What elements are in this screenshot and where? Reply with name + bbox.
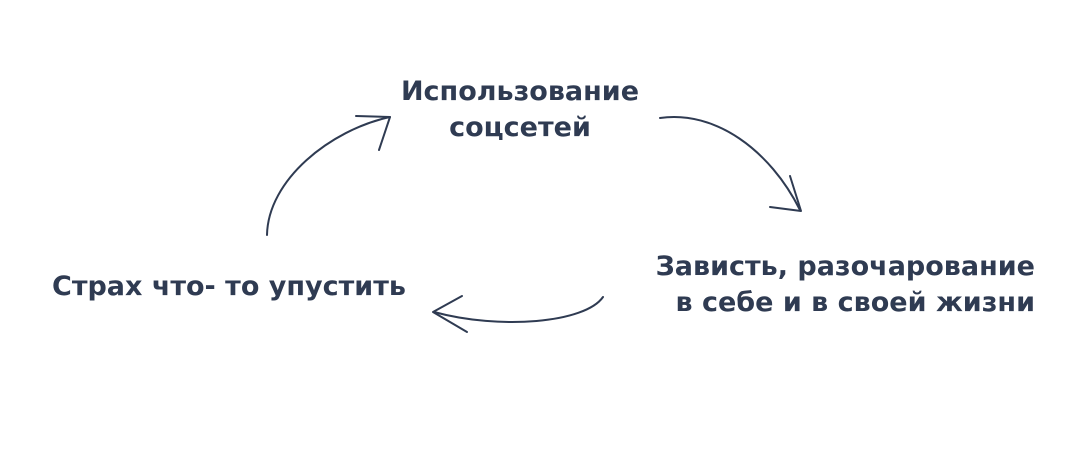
arrow-top-to-right-head [769, 175, 802, 212]
arrow-top-to-right [659, 116, 802, 212]
node-envy-disappointment-line1: Зависть, разочарование [655, 251, 1035, 282]
node-social-media-use-line1: Использование [400, 76, 640, 107]
arrow-left-to-top-head [355, 115, 391, 151]
arrow-left-to-top-curve [266, 116, 391, 236]
arrow-top-to-right-curve [659, 116, 801, 211]
node-envy-disappointment-line2: в себе и в своей жизни [675, 287, 1036, 318]
node-fear-of-missing-out: Страх что- то упустить [52, 269, 412, 305]
node-social-media-use-line2: соцсетей [449, 112, 591, 143]
node-fear-of-missing-out-line1: Страх что- то упустить [52, 271, 406, 302]
arrow-left-to-top [266, 115, 391, 236]
arrow-right-to-left [432, 295, 604, 333]
node-social-media-use: Использование соцсетей [350, 74, 690, 146]
arrow-right-to-left-head [432, 295, 468, 333]
arrow-right-to-left-curve [433, 296, 604, 323]
node-envy-disappointment: Зависть, разочарование в себе и в своей … [620, 249, 1035, 321]
